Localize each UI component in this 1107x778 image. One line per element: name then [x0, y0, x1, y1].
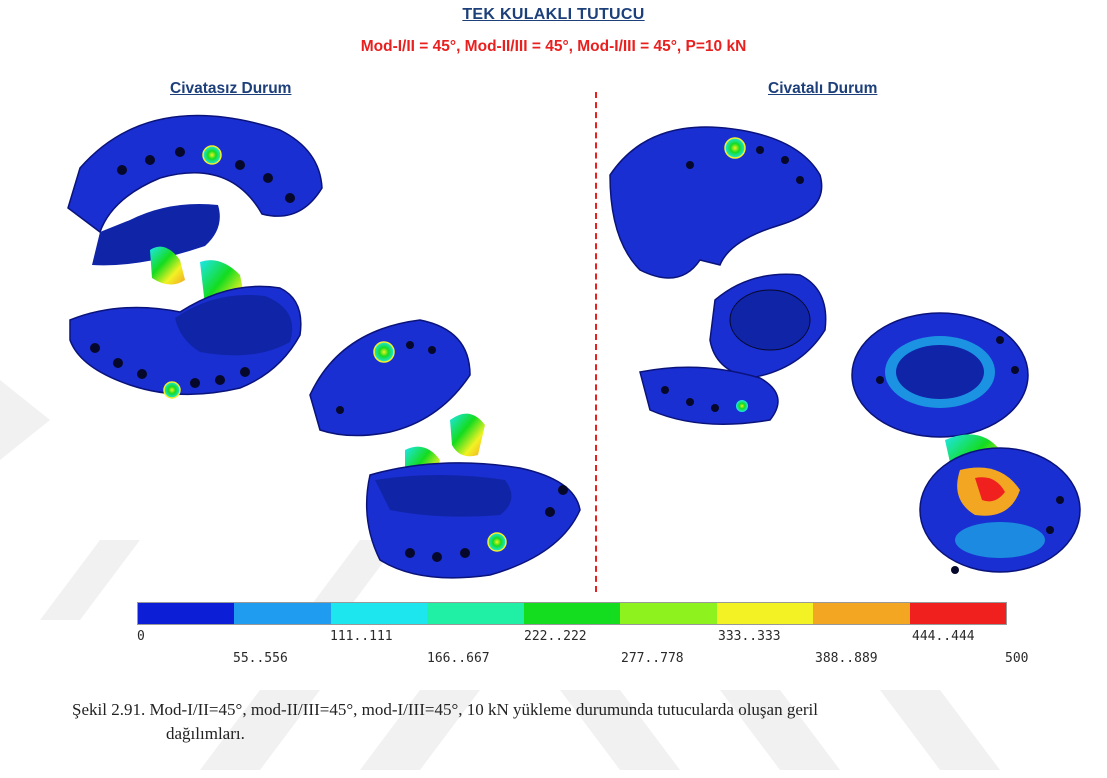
color-scale-segment — [138, 603, 235, 624]
color-scale-segment — [620, 603, 717, 624]
figure-title: TEK KULAKLI TUTUCU — [462, 6, 645, 23]
color-scale-segment — [813, 603, 910, 624]
color-scale-segment — [716, 603, 814, 624]
scale-label-upper: 222..222 — [524, 629, 587, 644]
scale-label-lower: 166..667 — [427, 651, 490, 666]
color-scale-segment — [523, 603, 621, 624]
left-lower-grip — [309, 319, 581, 579]
left-upper-grip — [67, 114, 323, 266]
scale-label-upper: 333..333 — [718, 629, 781, 644]
fea-render — [67, 114, 1081, 579]
right-lower-flanges — [851, 312, 1081, 574]
caption-line-1: Şekil 2.91. Mod-I/II=45°, mod-II/III=45°… — [72, 700, 818, 719]
color-scale-segment — [427, 603, 524, 624]
right-upper-grip — [609, 126, 823, 279]
figure-subtitle: Mod-I/II = 45°, Mod-II/III = 45°, Mod-I/… — [360, 38, 747, 55]
scale-label-lower: 277..778 — [621, 651, 684, 666]
color-scale-bar — [137, 602, 1007, 625]
color-scale-segment — [909, 603, 1006, 624]
color-scale-segment — [330, 603, 428, 624]
caption-line-2: dağılımları. — [166, 724, 245, 743]
scale-label-lower: 388..889 — [815, 651, 878, 666]
scale-label-upper: 111..111 — [330, 629, 393, 644]
scale-label-lower: 55..556 — [233, 651, 288, 666]
scale-label-upper: 0 — [137, 629, 145, 644]
center-divider — [595, 92, 597, 592]
right-middle-grip — [639, 273, 827, 425]
left-middle-grip — [69, 285, 302, 399]
right-heading: Civatalı Durum — [768, 80, 878, 97]
scale-label-lower: 500 — [1005, 651, 1029, 666]
scale-label-upper: 444..444 — [912, 629, 975, 644]
figure-caption: Şekil 2.91. Mod-I/II=45°, mod-II/III=45°… — [72, 698, 1102, 746]
color-scale-segment — [234, 603, 331, 624]
left-heading: Civatasız Durum — [170, 80, 292, 97]
